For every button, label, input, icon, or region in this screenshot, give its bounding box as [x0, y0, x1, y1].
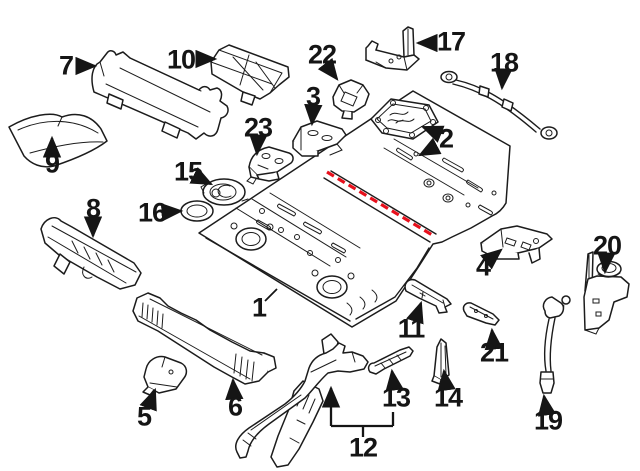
- part-12-drawing: [235, 333, 369, 468]
- part-18-drawing: [440, 70, 558, 140]
- part-15-drawing: [200, 178, 249, 206]
- part-16-drawing: [180, 200, 214, 222]
- part-6-drawing: [132, 292, 277, 385]
- part-19-drawing: [539, 295, 571, 394]
- callout-21[interactable]: 21: [479, 337, 509, 368]
- part-14-drawing: [431, 338, 450, 385]
- callout-22[interactable]: 22: [307, 39, 337, 70]
- part-17-drawing: [365, 26, 420, 71]
- part-13-drawing: [367, 346, 414, 375]
- callout-16[interactable]: 16: [137, 197, 167, 228]
- callout-6[interactable]: 6: [227, 391, 243, 422]
- callout-17[interactable]: 17: [436, 26, 466, 57]
- part-11-drawing: [404, 278, 452, 314]
- callout-1[interactable]: 1: [251, 292, 267, 323]
- red-dashed-highlight: [326, 170, 435, 238]
- callout-12[interactable]: 12: [348, 432, 378, 463]
- callout-15[interactable]: 15: [173, 156, 203, 187]
- part-4-drawing: [480, 225, 553, 264]
- part-10-drawing: [210, 44, 290, 106]
- callout-10[interactable]: 10: [166, 44, 196, 75]
- callout-19[interactable]: 19: [533, 405, 563, 436]
- callout-3[interactable]: 3: [305, 81, 321, 112]
- callout-13[interactable]: 13: [381, 382, 411, 413]
- callout-20[interactable]: 20: [592, 230, 622, 261]
- callout-14[interactable]: 14: [433, 382, 463, 413]
- callout-2[interactable]: 2: [438, 123, 454, 154]
- callout-23[interactable]: 23: [243, 112, 273, 143]
- callout-11[interactable]: 11: [397, 313, 426, 344]
- callout-8[interactable]: 8: [85, 193, 101, 224]
- part-22-drawing: [332, 79, 370, 120]
- callout-18[interactable]: 18: [489, 47, 519, 78]
- callout-9[interactable]: 9: [44, 148, 60, 179]
- part-5-drawing: [142, 355, 188, 396]
- part-8-drawing: [40, 217, 142, 290]
- callout-5[interactable]: 5: [136, 401, 152, 432]
- callout-arrows: [42, 33, 616, 437]
- part-7-drawing: [91, 50, 229, 140]
- part-21-drawing: [462, 302, 500, 326]
- callout-7[interactable]: 7: [58, 50, 74, 81]
- callout-4[interactable]: 4: [475, 251, 491, 282]
